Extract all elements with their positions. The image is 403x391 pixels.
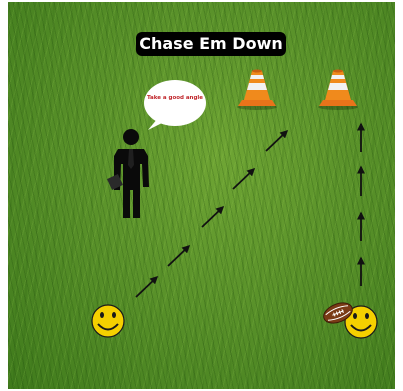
arrow-icon bbox=[233, 169, 254, 189]
arrow-icon bbox=[202, 207, 223, 227]
diagonal-arrow-path bbox=[136, 131, 287, 297]
arrow-icon bbox=[168, 246, 189, 266]
arrow-icon bbox=[136, 277, 157, 297]
traffic-cone-icon bbox=[237, 70, 277, 111]
diagram-title: Chase Em Down bbox=[136, 32, 286, 56]
smiley-face-icon bbox=[92, 305, 124, 337]
speech-bubble-text: Take a good angle bbox=[144, 95, 206, 101]
arrow-icon bbox=[266, 131, 287, 151]
traffic-cone-icon bbox=[318, 70, 358, 111]
coach-icon bbox=[107, 129, 149, 218]
speech-bubble bbox=[144, 80, 206, 130]
